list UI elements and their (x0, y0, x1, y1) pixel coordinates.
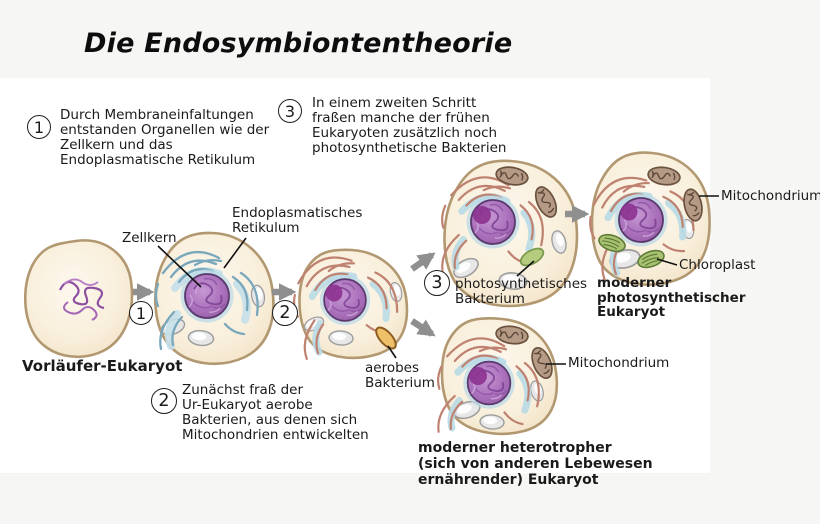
nucleolus (325, 284, 343, 302)
arrow-1-number-badge: 1 (129, 301, 153, 325)
arrow-step-3-down (410, 318, 436, 337)
arrow-step-3-up (410, 252, 436, 272)
chloroplast-label: Chloroplast (679, 257, 756, 273)
aerobes-pointer (387, 345, 397, 359)
step-1-text: Durch Membraneinfaltungen entstanden Org… (60, 107, 270, 168)
mitochondrium-label-top: Mitochondrium (721, 188, 820, 204)
arrow-2-number-badge: 2 (272, 300, 298, 326)
vorlaeufer-caption: Vorläufer-Eukaryot (22, 357, 183, 375)
aerobic-bacterium (375, 326, 397, 350)
chromatin (59, 278, 105, 321)
aerobes-bakterium-label: aerobes Bakterium (365, 360, 435, 391)
nucleolus (620, 203, 638, 221)
cell-photosynthetic-eukaryot (583, 151, 711, 286)
nucleolus (469, 367, 487, 385)
step-2-number-badge: 2 (151, 388, 177, 414)
nucleus (462, 356, 516, 410)
nucleus (318, 273, 372, 327)
zellkern-pointer (157, 245, 202, 288)
photosynthetic-bacterium (519, 247, 545, 267)
cell-vorlaeufer-eukaryot (24, 239, 134, 359)
chloroplast-pointer (656, 258, 678, 266)
er-pointer (223, 237, 247, 269)
step-3-number-badge: 3 (278, 99, 302, 123)
cell-heterotroph-eukaryot (434, 317, 559, 440)
page-title: Die Endosymbiontentheorie (84, 28, 513, 59)
flow-arrows (133, 205, 590, 337)
photo-eukaryot-caption: moderner photosynthetischer Eukaryot (597, 275, 746, 320)
er-label: Endoplasmatisches Retikulum (232, 205, 363, 236)
step-2-text: Zunächst fraß der Ur-Eukaryot aerobe Bak… (182, 382, 369, 443)
cell-ur-eukaryot (155, 231, 275, 366)
arrow-3-number-badge: 3 (424, 270, 450, 296)
nucleus (465, 194, 521, 250)
step-1-number-badge: 1 (27, 115, 51, 139)
nucleus (613, 192, 669, 248)
mitochondrium-label-bottom: Mitochondrium (568, 355, 670, 371)
photo-bakterium-pointer (516, 260, 535, 277)
cell-with-aerobic-bacterium (288, 249, 409, 359)
photosynthetisches-bakterium-label: photosynthetisches Bakterium (455, 276, 588, 307)
pointer-lines (157, 195, 719, 365)
step-3-text: In einem zweiten Schritt fraßen manche d… (312, 95, 507, 156)
nucleus (179, 268, 235, 324)
nucleolus (473, 206, 491, 224)
zellkern-label: Zellkern (122, 230, 177, 246)
hetero-eukaryot-caption: moderner heterotropher (sich von anderen… (418, 440, 653, 488)
